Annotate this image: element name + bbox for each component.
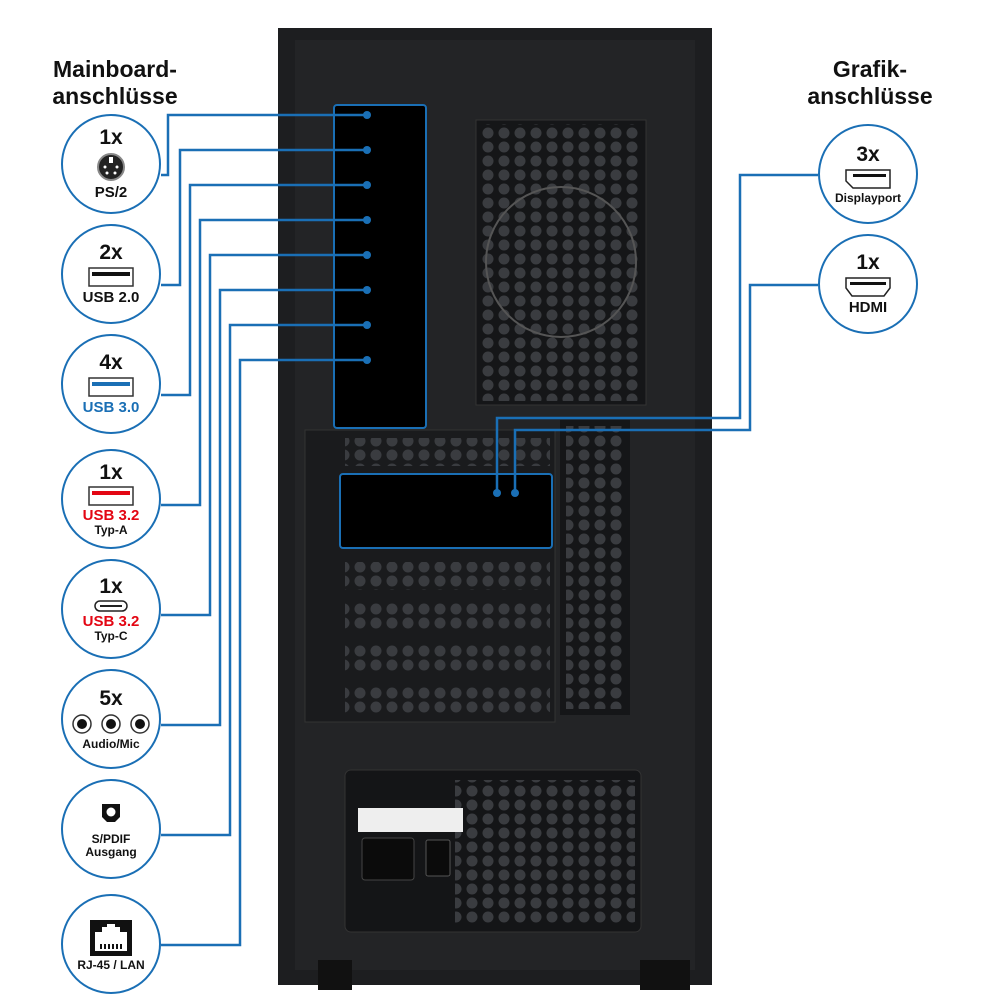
port-audio: 5x Audio/Mic [61,669,161,769]
expansion-slot-cover [345,644,550,672]
psu-grill [455,780,635,925]
port-usb-3: 4x USB 3.0 [61,334,161,434]
port-displayport: 3x Displayport [818,124,918,224]
port-label: PS/2 [94,184,128,201]
heading-line: Mainboard- [53,56,177,82]
power-socket [361,837,415,881]
port-sublabel: Ausgang [85,845,137,859]
port-hdmi: 1x HDMI [818,234,918,334]
displayport-icon [845,168,891,189]
expansion-slot-cover [345,603,550,631]
port-label: Displayport [834,190,901,205]
audio-jack-icon [72,713,150,734]
port-sublabel: Typ-A [94,522,128,537]
fan-mesh [480,124,642,401]
port-label: USB 2.0 [82,289,140,306]
expansion-slot-cover [345,562,550,590]
port-usb-32-a: 1x USB 3.2 Typ-A [61,449,161,549]
port-count: 2x [99,241,123,264]
psu-label [358,808,463,832]
port-count: 1x [99,460,123,484]
port-label: HDMI [848,299,888,316]
spdif-icon [102,804,120,822]
ps2-icon [97,153,125,181]
port-label: Audio/Mic [82,736,140,751]
usb-a-icon [88,485,134,506]
expansion-slot-cover [345,685,550,713]
hdmi-icon [845,277,891,297]
io-panel [333,104,427,429]
side-vent-mesh [566,426,624,709]
heading-line: anschlüsse [52,83,178,109]
usb-a-icon [88,267,134,287]
port-label: USB 3.2 [82,506,140,524]
heading-line: Grafik- [832,56,908,82]
case-foot [640,960,690,990]
rj45-icon [90,919,132,956]
power-switch[interactable] [425,839,451,877]
port-count: 1x [856,251,880,274]
port-label: S/PDIF [91,832,131,846]
port-spdif: S/PDIF Ausgang [61,779,161,879]
port-label: USB 3.2 [82,612,140,630]
port-label: RJ-45 / LAN [77,957,145,972]
graphics-heading: Grafik- anschlüsse [800,56,940,110]
expansion-slot-cover [345,438,550,466]
connector-lines [161,113,818,947]
port-count: 1x [99,574,123,598]
port-usb-2: 2x USB 2.0 [61,224,161,324]
port-sublabel: Typ-C [94,628,128,643]
port-count: 5x [99,686,123,710]
usb-c-icon [94,599,128,612]
gpu-io-panel [339,473,553,549]
port-rj45: RJ-45 / LAN [61,894,161,994]
port-count: 3x [856,142,880,166]
port-ps2: 1x PS/2 [61,114,161,214]
case-foot [318,960,352,990]
fan [485,186,637,338]
usb-a-icon [88,377,134,397]
connector-dots [363,111,519,497]
mainboard-heading: Mainboard- anschlüsse [40,56,190,110]
port-count: 4x [99,351,123,374]
port-usb-32-c: 1x USB 3.2 Typ-C [61,559,161,659]
port-count: 1x [99,126,123,149]
heading-line: anschlüsse [807,83,933,109]
port-label: USB 3.0 [82,399,140,416]
